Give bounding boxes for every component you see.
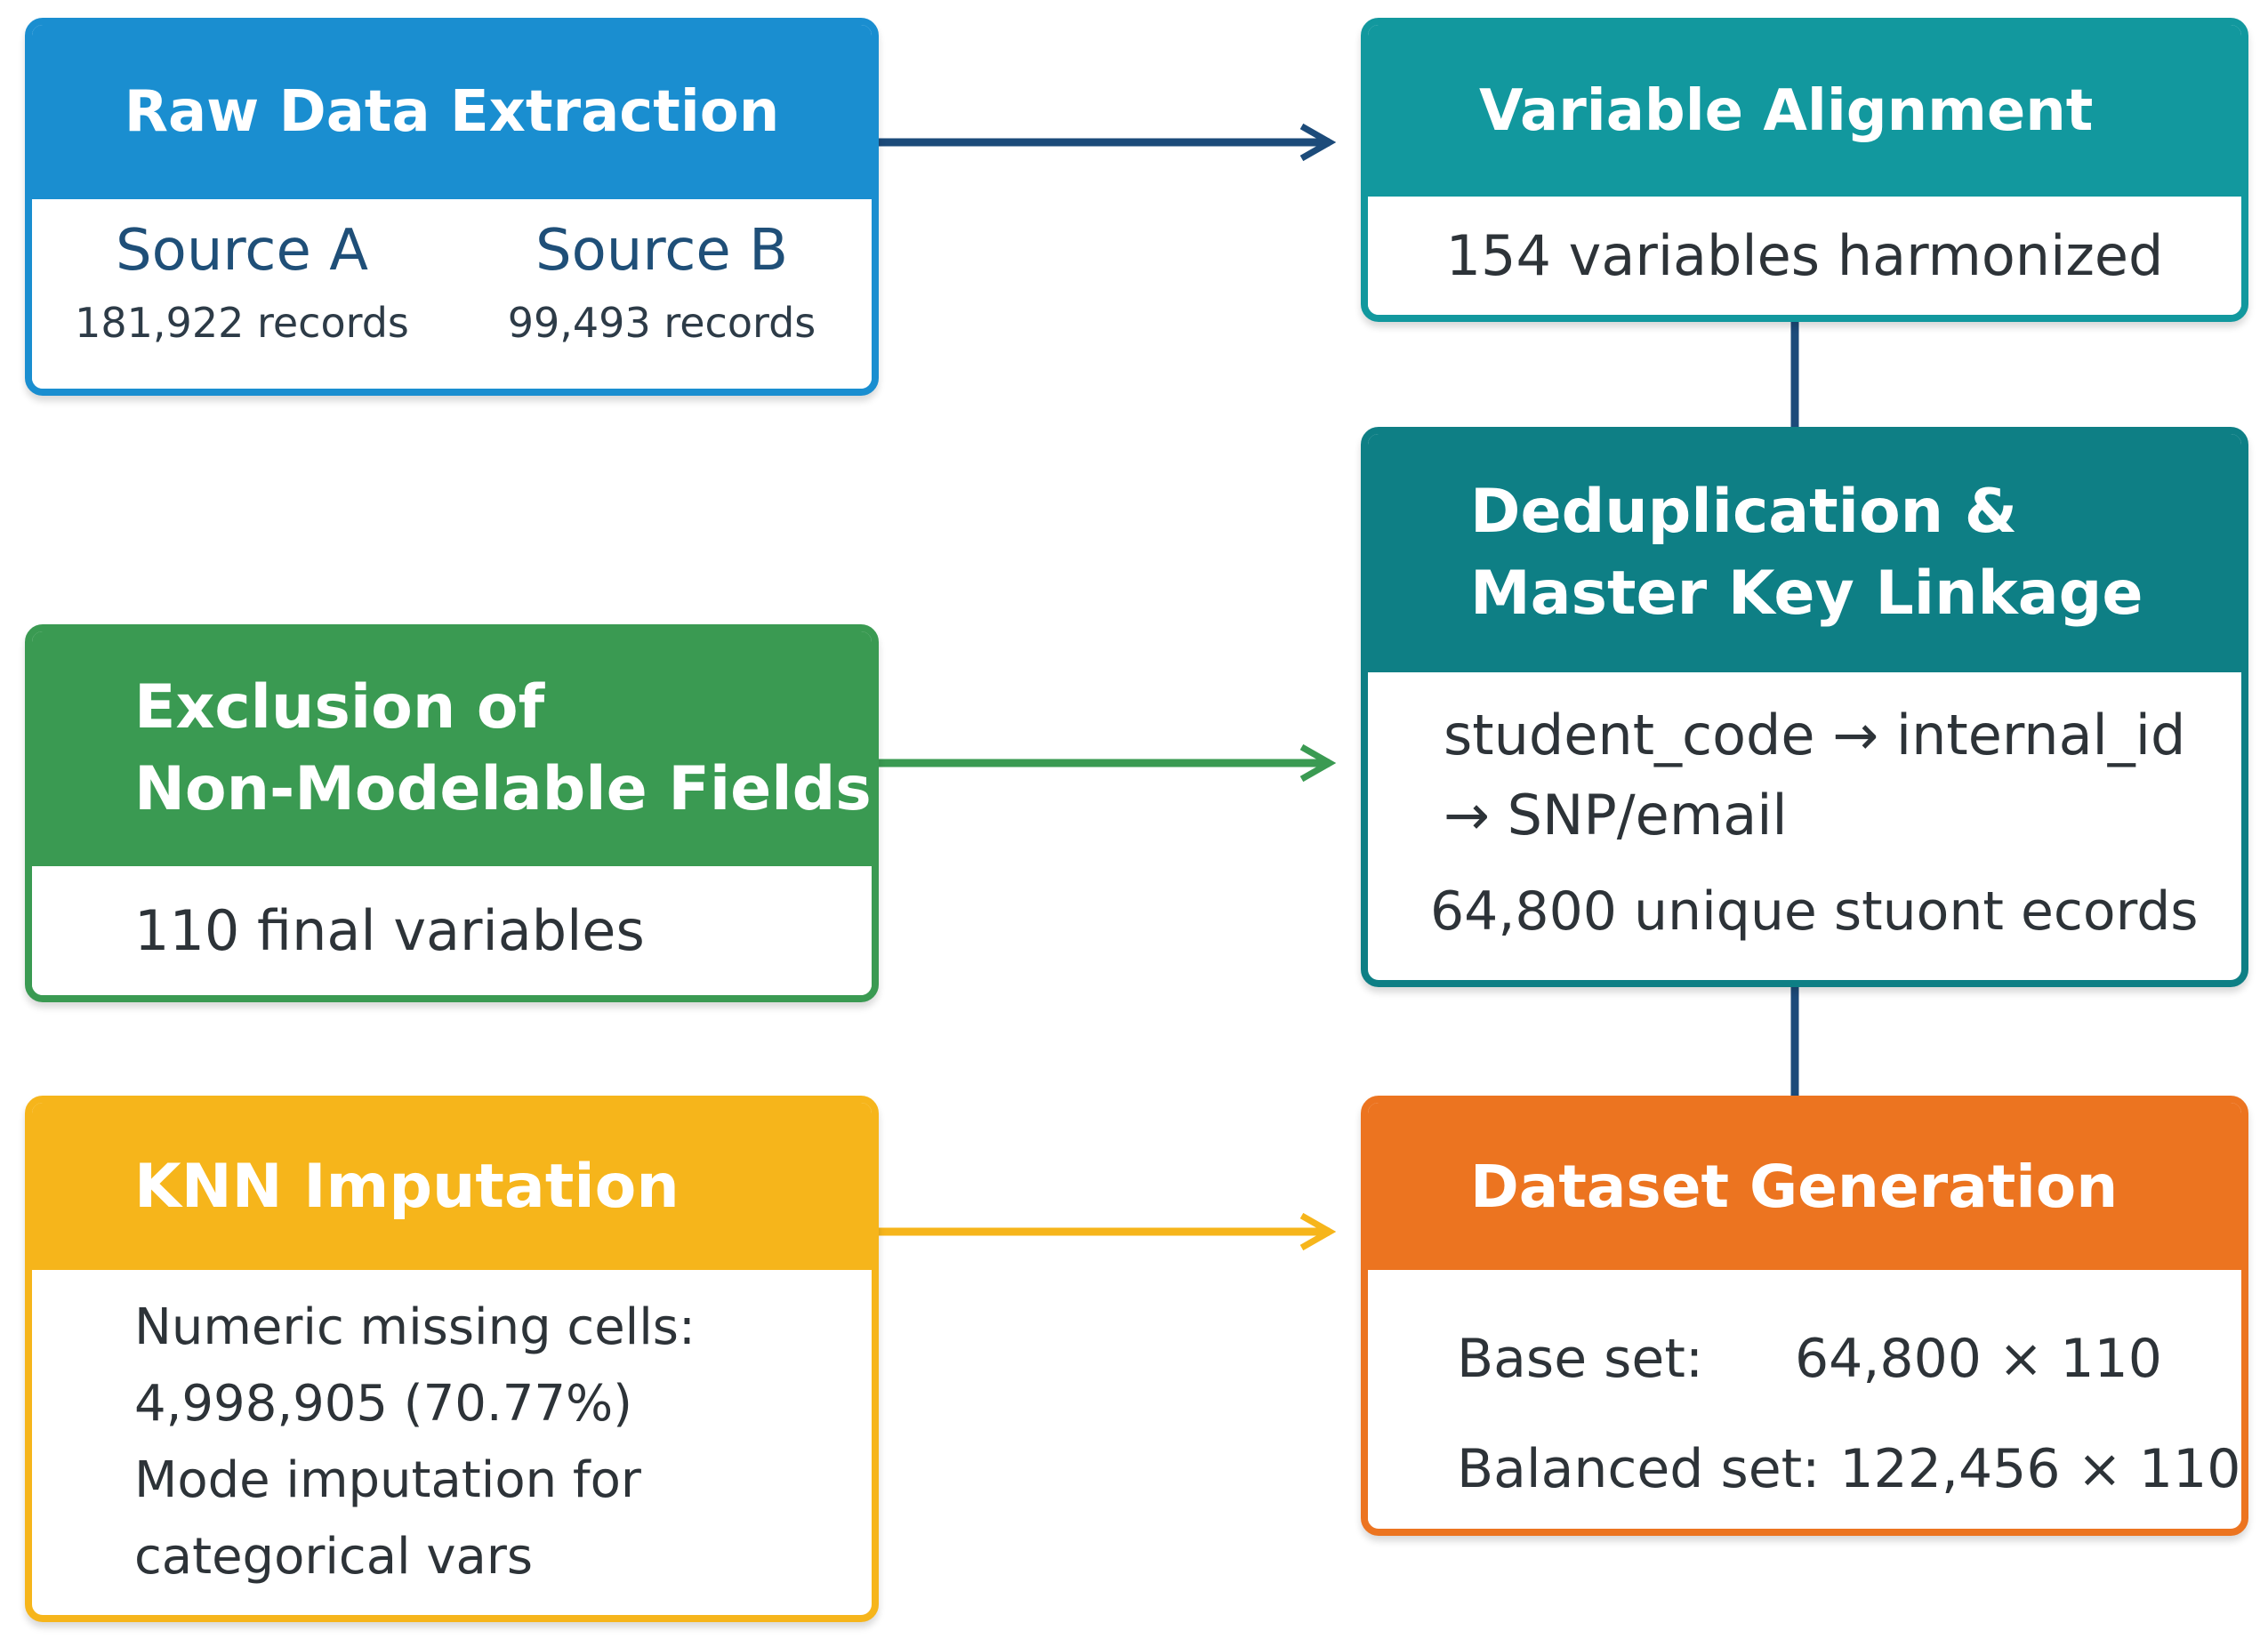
source-a: Source A 181,922 records: [32, 210, 452, 389]
unique-records-count: 64,800 unique stuont ecords: [1430, 880, 2199, 943]
exclusion-box: Exclusion of Non-Modelable Fields 110 fi…: [25, 624, 879, 1002]
knn-imputation-header: KNN Imputation: [32, 1103, 872, 1270]
linkage-line-1: student_code → internal_id: [1444, 703, 2186, 767]
base-set-label: Base set:: [1457, 1328, 1704, 1390]
deduplication-body: student_code → internal_id → SNP/email 6…: [1368, 672, 2241, 952]
source-b-records: 99,493 records: [507, 299, 816, 347]
raw-data-extraction-box: Raw Data Extraction Source A 181,922 rec…: [25, 18, 879, 396]
knn-imputation-body: Numeric missing cells: 4,998,905 (70.77%…: [32, 1270, 872, 1595]
base-set-value: 64,800 × 110: [1795, 1328, 2162, 1390]
source-a-name: Source A: [116, 218, 368, 284]
exclusion-header: Exclusion of Non-Modelable Fields: [32, 631, 872, 866]
base-set-row: Base set: 64,800 × 110: [1457, 1304, 2241, 1414]
deduplication-box: Deduplication & Master Key Linkage stude…: [1361, 427, 2248, 987]
deduplication-title-line-2: Master Key Linkage: [1470, 558, 2143, 629]
raw-data-extraction-body: Source A 181,922 records Source B 99,493…: [32, 199, 872, 389]
source-b: Source B 99,493 records: [452, 210, 872, 389]
exclusion-title-line-2: Non-Modelable Fields: [134, 754, 872, 824]
raw-data-extraction-title: Raw Data Extraction: [124, 79, 780, 145]
balanced-set-value: 122,456 × 110: [1839, 1438, 2241, 1500]
source-a-records: 181,922 records: [75, 299, 409, 347]
dataset-generation-title: Dataset Generation: [1470, 1152, 2119, 1221]
linkage-line-2: → SNP/email: [1444, 783, 1788, 848]
variable-alignment-body: 154 variables harmonized: [1368, 197, 2241, 315]
dataset-generation-header: Dataset Generation: [1368, 1103, 2241, 1270]
deduplication-title-line-1: Deduplication &: [1470, 477, 2018, 547]
raw-data-extraction-header: Raw Data Extraction: [32, 25, 872, 199]
knn-line-4: categorical vars: [134, 1528, 534, 1586]
balanced-set-label: Balanced set:: [1457, 1438, 1821, 1500]
exclusion-title-line-1: Exclusion of: [134, 672, 545, 743]
knn-line-2: 4,998,905 (70.77%): [134, 1375, 633, 1433]
variable-alignment-header: Variable Alignment: [1368, 25, 2241, 197]
knn-imputation-title: KNN Imputation: [134, 1151, 680, 1222]
knn-imputation-box: KNN Imputation Numeric missing cells: 4,…: [25, 1096, 879, 1622]
knn-line-1: Numeric missing cells:: [134, 1298, 696, 1356]
dataset-generation-box: Dataset Generation Base set: 64,800 × 11…: [1361, 1096, 2248, 1536]
deduplication-header: Deduplication & Master Key Linkage: [1368, 434, 2241, 672]
variable-alignment-box: Variable Alignment 154 variables harmoni…: [1361, 18, 2248, 322]
variable-alignment-title: Variable Alignment: [1479, 77, 2094, 144]
exclusion-body: 110 final variables: [32, 866, 872, 995]
knn-line-3: Mode imputation for: [134, 1451, 641, 1509]
balanced-set-row: Balanced set: 122,456 × 110: [1457, 1414, 2241, 1524]
dataset-generation-body: Base set: 64,800 × 110 Balanced set: 122…: [1368, 1270, 2241, 1524]
source-b-name: Source B: [535, 218, 789, 284]
